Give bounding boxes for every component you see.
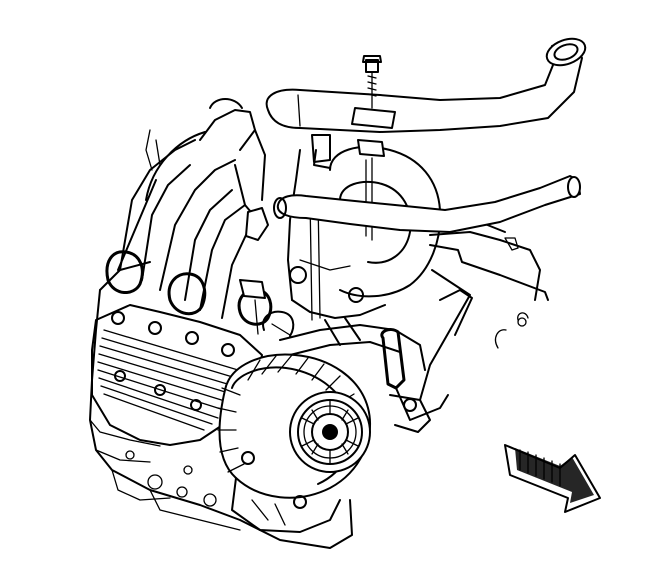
generator-bracket (271, 317, 449, 433)
upper-radiator-hose (265, 37, 587, 133)
water-pump-housing (287, 134, 549, 401)
intake-manifold (105, 98, 295, 337)
heater-hose (273, 175, 581, 233)
hose-bracket-bolt (362, 55, 382, 109)
generator-pulley (289, 391, 371, 473)
front-direction-arrow (504, 444, 601, 513)
